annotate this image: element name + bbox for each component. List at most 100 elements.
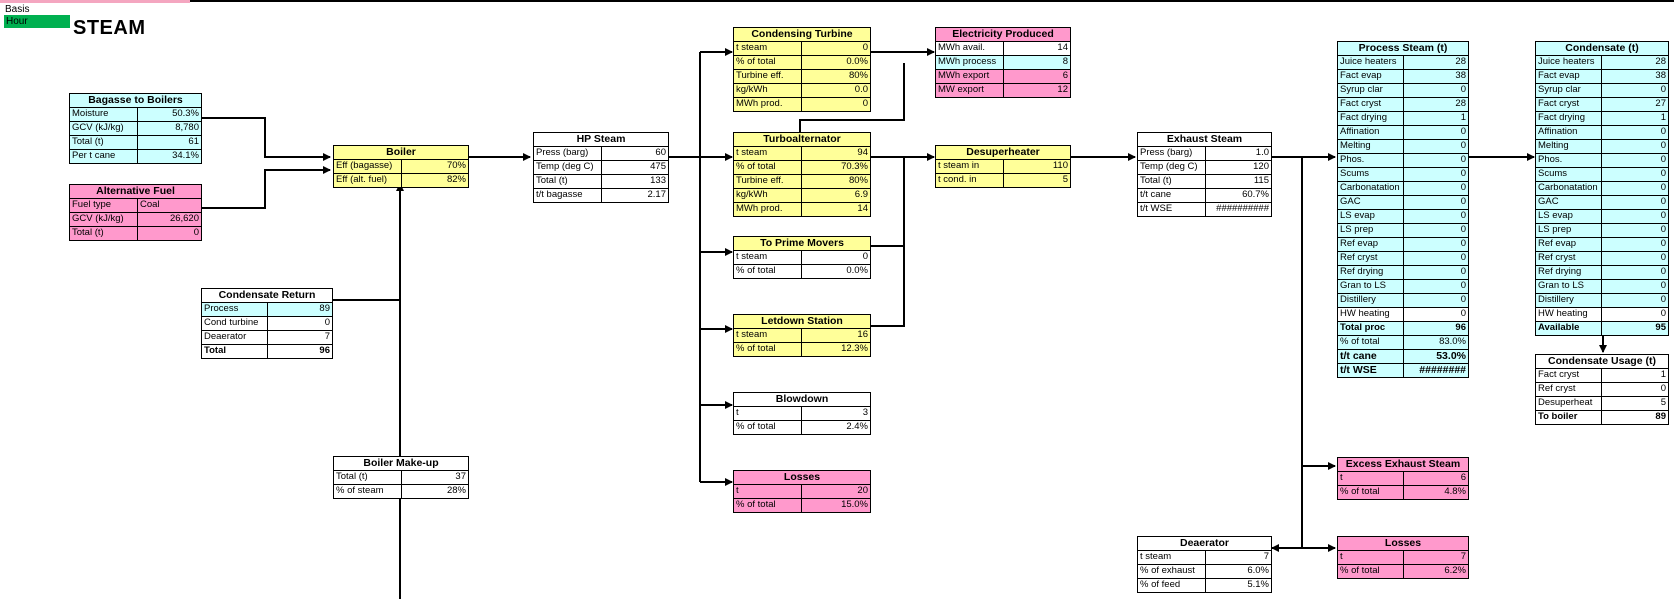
- ps-total-value[interactable]: 96: [1404, 322, 1468, 335]
- mwh-process-value[interactable]: 8: [1004, 56, 1070, 69]
- bd-t-value[interactable]: 3: [862, 407, 868, 418]
- cd-row-value[interactable]: 0: [1602, 168, 1668, 181]
- ps-row-value[interactable]: 0: [1404, 224, 1468, 237]
- cu-ref-value[interactable]: 0: [1660, 383, 1666, 394]
- loss-hp-t-value[interactable]: 20: [802, 485, 870, 498]
- ps-row-value[interactable]: 0: [1404, 210, 1468, 223]
- xs-t-value[interactable]: 6: [1404, 472, 1468, 485]
- makeup-total-value[interactable]: 37: [455, 471, 466, 482]
- loss-ex-pct-value[interactable]: 6.2%: [1404, 565, 1468, 578]
- pm-pct-value[interactable]: 0.0%: [846, 265, 868, 276]
- pm-steam-value[interactable]: 0: [862, 251, 868, 262]
- return-cond-turbine-value[interactable]: 0: [324, 317, 330, 328]
- moisture-value[interactable]: 50.3%: [138, 108, 201, 121]
- xs-pct-value[interactable]: 4.8%: [1404, 486, 1468, 499]
- ps-row-value[interactable]: 1: [1404, 112, 1468, 125]
- hp-total-value[interactable]: 133: [650, 175, 666, 186]
- eff-bagasse-value[interactable]: 70%: [402, 160, 468, 173]
- cd-row-value[interactable]: 0: [1602, 252, 1668, 265]
- ps-row-value[interactable]: 0: [1404, 126, 1468, 139]
- ex-wse-value[interactable]: ##########: [1216, 203, 1269, 214]
- ps-row-value[interactable]: 0: [1404, 84, 1468, 97]
- ta-steam-value[interactable]: 94: [802, 147, 870, 160]
- ta-mwh-value[interactable]: 14: [802, 203, 870, 216]
- ps-row-value[interactable]: 0: [1404, 280, 1468, 293]
- ps-row-value[interactable]: 0: [1404, 266, 1468, 279]
- per-t-cane-value[interactable]: 34.1%: [138, 150, 201, 163]
- ps-pct-value[interactable]: 83.0%: [1404, 336, 1468, 349]
- return-deaerator-value[interactable]: 7: [324, 331, 330, 342]
- cd-row-value[interactable]: 0: [1602, 84, 1668, 97]
- ct-steam-value[interactable]: 0: [802, 42, 870, 55]
- ta-eff-value[interactable]: 80%: [802, 175, 870, 188]
- da-steam-value[interactable]: 7: [1263, 551, 1269, 562]
- cd-row-value[interactable]: 38: [1602, 70, 1668, 83]
- ex-total-value[interactable]: 115: [1253, 175, 1269, 186]
- ds-steam-value[interactable]: 110: [1004, 160, 1070, 173]
- ps-wse-value[interactable]: ########: [1404, 364, 1468, 377]
- bd-pct-value[interactable]: 2.4%: [846, 421, 868, 432]
- ps-row-value[interactable]: 0: [1404, 238, 1468, 251]
- cd-row-value[interactable]: 0: [1602, 294, 1668, 307]
- da-feed-value[interactable]: 5.1%: [1247, 579, 1269, 590]
- cd-row-value[interactable]: 0: [1602, 126, 1668, 139]
- mwh-avail-value[interactable]: 14: [1057, 42, 1068, 53]
- mw-export-value[interactable]: 12: [1004, 84, 1070, 97]
- ps-row-value[interactable]: 0: [1404, 252, 1468, 265]
- ta-kgkwh-value[interactable]: 6.9: [802, 189, 870, 202]
- cd-row-value[interactable]: 0: [1602, 196, 1668, 209]
- cd-row-value[interactable]: 0: [1602, 266, 1668, 279]
- ps-row-value[interactable]: 0: [1404, 168, 1468, 181]
- cd-row-value[interactable]: 0: [1660, 308, 1666, 319]
- ps-row-value[interactable]: 38: [1404, 70, 1468, 83]
- cu-desuper-value[interactable]: 5: [1660, 397, 1666, 408]
- makeup-pct-value[interactable]: 28%: [446, 485, 466, 496]
- cd-row-value[interactable]: 0: [1602, 210, 1668, 223]
- ld-pct-value[interactable]: 12.3%: [802, 343, 870, 356]
- fuel-type-value[interactable]: Coal: [138, 199, 201, 212]
- cd-row-value[interactable]: 0: [1602, 182, 1668, 195]
- cd-row-value[interactable]: 0: [1602, 224, 1668, 237]
- cd-available-value[interactable]: 95: [1602, 322, 1668, 335]
- cd-row-value[interactable]: 28: [1602, 56, 1668, 69]
- ex-press-value[interactable]: 1.0: [1255, 147, 1269, 158]
- loss-ex-t-value[interactable]: 7: [1404, 551, 1468, 564]
- ps-row-value[interactable]: 28: [1404, 98, 1468, 111]
- cd-row-value[interactable]: 0: [1602, 154, 1668, 167]
- unit-cell[interactable]: Hour: [4, 15, 70, 28]
- ld-steam-value[interactable]: 16: [802, 329, 870, 342]
- cd-row-value[interactable]: 0: [1602, 238, 1668, 251]
- ct-mwh-value[interactable]: 0: [802, 98, 870, 111]
- cu-fact-value[interactable]: 1: [1660, 369, 1666, 380]
- ps-row-value[interactable]: 0: [1404, 196, 1468, 209]
- total-value[interactable]: 61: [138, 136, 201, 149]
- eff-alt-value[interactable]: 82%: [402, 174, 468, 187]
- cd-row-value[interactable]: 0: [1602, 140, 1668, 153]
- alt-total-value[interactable]: 0: [138, 227, 201, 240]
- cd-row-value[interactable]: 27: [1602, 98, 1668, 111]
- ex-cane-value[interactable]: 60.7%: [1242, 189, 1269, 200]
- ps-row-value[interactable]: 0: [1404, 294, 1468, 307]
- cd-row-value[interactable]: 1: [1602, 112, 1668, 125]
- ds-cond-value[interactable]: 5: [1004, 174, 1070, 187]
- ps-row-value[interactable]: 0: [1460, 308, 1466, 319]
- cd-row-value[interactable]: 0: [1602, 280, 1668, 293]
- ct-kgkwh-value[interactable]: 0.0: [802, 84, 870, 97]
- return-total-value[interactable]: 96: [319, 345, 330, 356]
- alt-gcv-value[interactable]: 26,620: [138, 213, 201, 226]
- loss-hp-pct-value[interactable]: 15.0%: [802, 499, 870, 512]
- da-exhaust-value[interactable]: 6.0%: [1247, 565, 1269, 576]
- ps-row-value[interactable]: 0: [1404, 154, 1468, 167]
- ct-eff-value[interactable]: 80%: [802, 70, 870, 83]
- hp-ratio-value[interactable]: 2.17: [647, 189, 667, 200]
- hp-press-value[interactable]: 60: [655, 147, 666, 158]
- return-process-value[interactable]: 89: [268, 303, 332, 316]
- hp-temp-value[interactable]: 475: [650, 161, 666, 172]
- gcv-value[interactable]: 8,780: [138, 122, 201, 135]
- ps-row-value[interactable]: 0: [1404, 140, 1468, 153]
- mwh-export-value[interactable]: 6: [1004, 70, 1070, 83]
- ps-row-value[interactable]: 0: [1404, 182, 1468, 195]
- cu-boiler-value[interactable]: 89: [1655, 411, 1666, 422]
- ex-temp-value[interactable]: 120: [1253, 161, 1269, 172]
- ta-pct-value[interactable]: 70.3%: [802, 161, 870, 174]
